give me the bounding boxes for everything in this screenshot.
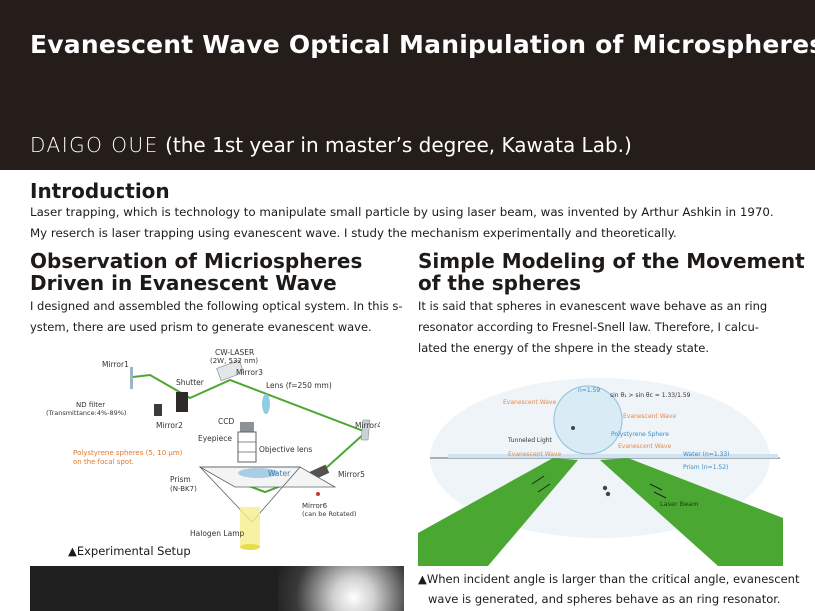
intro-line-1: Laser trapping, which is technology to m… [30, 205, 774, 219]
observation-text-line-1: I designed and assembled the following o… [30, 299, 403, 313]
water-label: Water [268, 469, 291, 478]
poster-title: Evanescent Wave Optical Manipulation of … [30, 30, 815, 59]
tunneled-label: Tunneled Light [507, 437, 553, 444]
modeling-caption-line-1: ▲When incident angle is larger than the … [418, 572, 800, 586]
author-affiliation: (the 1st year in master’s degree, Kawata… [165, 133, 632, 157]
cw-laser-spec-label: (2W, 532 nm) [210, 357, 258, 365]
halogen-label: Halogen Lamp [190, 529, 245, 538]
mirror5-label: Mirror5 [338, 470, 365, 479]
modeling-heading-line-1: Simple Modeling of the Movement [418, 249, 805, 273]
evanescent-label-2: Evanescent Wave [623, 413, 676, 420]
water-drop [238, 468, 278, 478]
laser-beam-label: Laser Beam [660, 500, 699, 508]
ccd-shape [240, 422, 254, 432]
prism-label: Prism [170, 475, 191, 484]
modeling-heading-line-2: of the spheres [418, 271, 582, 295]
mirror3-label: Mirror3 [236, 368, 263, 377]
prism-label: Prism (n=1.52) [683, 464, 728, 471]
prism-shape [199, 466, 301, 523]
polystyrene-label: Polystyrene Sphere [611, 431, 669, 438]
nd-filter-spec-label: (Transmittance:4%-89%) [46, 409, 126, 417]
laser-path [132, 373, 368, 494]
author-line: DAIGO OUE (the 1st year in master’s degr… [30, 133, 632, 157]
experimental-setup-caption: ▲Experimental Setup [68, 544, 191, 558]
modeling-heading: Simple Modeling of the Movement of the s… [418, 250, 805, 294]
mirror6-label: Mirror6 [302, 502, 328, 510]
microscope-image-dark [30, 566, 278, 611]
spheres-label-2: on the focal spot. [73, 458, 134, 466]
water-label: Water (n=1.33) [683, 451, 730, 458]
evanescent-label-3: Evanescent Wave [618, 443, 671, 450]
mirror4-shape [360, 419, 371, 441]
snell-label: sin θ₁ > sin θc = 1.33/1.59 [610, 392, 691, 399]
author-name: DAIGO OUE [30, 133, 159, 157]
ring-resonator-diagram: n=1.59 sin θ₁ > sin θc = 1.33/1.59 Evane… [418, 378, 783, 566]
sphere-particle [571, 426, 575, 430]
mirror1-shape [130, 367, 133, 389]
lens-label: Lens (f=250 mm) [266, 381, 332, 390]
observation-heading-line-1: Observation of Micriospheres [30, 249, 363, 273]
modeling-text-line-3: lated the energy of the shpere in the st… [418, 341, 710, 355]
shutter-shape [176, 392, 188, 412]
eyepiece-label: Eyepiece [198, 434, 232, 443]
observation-heading: Observation of Micriospheres Driven in E… [30, 250, 362, 294]
lens-shape [262, 394, 270, 414]
mirror2-label: Mirror2 [156, 421, 183, 430]
observation-text-line-2: ystem, there are used prism to generate … [30, 320, 372, 334]
mirror4-label: Mirror4 [355, 421, 380, 430]
nd-filter-shape [154, 404, 162, 416]
laser-beam-in [418, 458, 578, 566]
modeling-text-line-2: resonator according to Fresnel-Snell law… [418, 320, 759, 334]
cw-laser-label: CW-LASER [215, 348, 254, 357]
objective-stack [237, 431, 257, 463]
n159-label: n=1.59 [578, 387, 600, 394]
polystyrene-sphere [553, 385, 623, 455]
mirror6-marker [316, 492, 320, 496]
evanescent-label-1: Evanescent Wave [503, 399, 556, 406]
nd-filter-label: ND filter [76, 401, 105, 409]
water-layer [448, 454, 778, 458]
prism-spec-label: (N-BK7) [170, 485, 197, 493]
intro-heading: Introduction [30, 179, 170, 203]
poster-header: Evanescent Wave Optical Manipulation of … [0, 0, 815, 170]
evanescent-label-4: Evanescent Wave [508, 451, 561, 458]
cw-laser-shape [216, 359, 245, 382]
modeling-text-line-1: It is said that spheres in evanescent wa… [418, 299, 768, 313]
halogen-lamp-base [240, 544, 260, 550]
intro-line-2: My reserch is laser trapping using evane… [30, 226, 677, 240]
microscope-image-bright [278, 566, 404, 611]
mirror1-label: Mirror1 [102, 360, 129, 369]
halogen-lamp-shape [240, 507, 260, 547]
objective-label: Objective lens [259, 445, 312, 454]
laser-beam-out [600, 458, 783, 566]
ccd-label: CCD [218, 417, 234, 426]
beam-arrow [531, 475, 545, 485]
observation-heading-line-2: Driven in Evanescent Wave [30, 271, 337, 295]
experimental-setup-diagram: CW-LASER (2W, 532 nm) Mirror1 Shutter Mi… [46, 348, 380, 550]
mirror6-note-label: (can be Rotated) [302, 510, 356, 518]
modeling-caption-line-2: wave is generated, and spheres behave as… [428, 592, 781, 606]
spheres-label-1: Polystyrene spheres (5, 10 μm) [73, 449, 183, 457]
shutter-label: Shutter [176, 378, 205, 387]
